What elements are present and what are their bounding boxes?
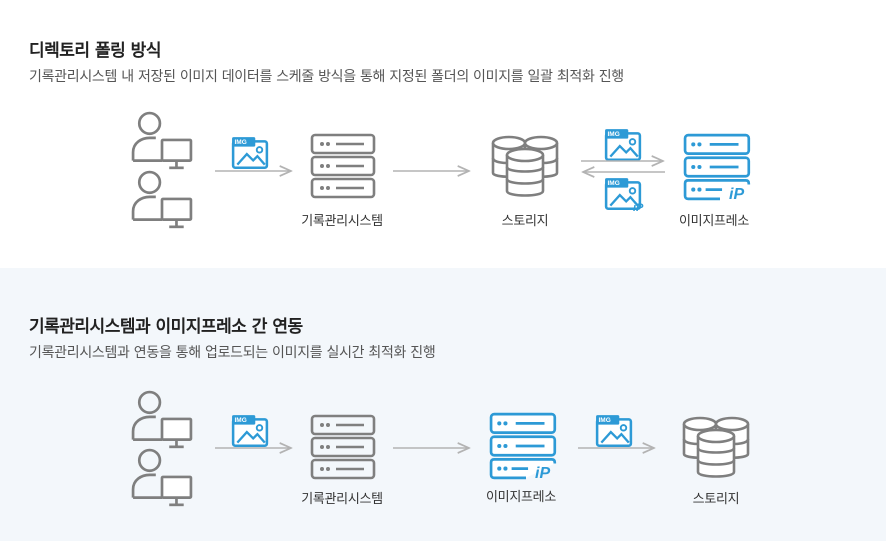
storage-database-icon — [680, 414, 752, 480]
ip-mark-text: iP — [535, 465, 550, 480]
storage-label: 스토리지 — [501, 214, 549, 229]
image-file-icon: IMG — [595, 414, 633, 448]
flow-arrow — [578, 442, 657, 454]
flow-arrow-right — [581, 155, 666, 167]
section2-title: 기록관리시스템과 이미지프레소 간 연동 — [29, 317, 303, 337]
records-system-server-icon — [310, 133, 376, 199]
flow-arrow — [393, 442, 472, 454]
image-press-server-icon: iP — [683, 133, 757, 201]
section1-title: 디렉토리 폴링 방식 — [29, 41, 161, 61]
img-tag-text: IMG — [235, 139, 247, 146]
image-file-icon: IMG — [231, 414, 269, 448]
img-tag-text: IMG — [608, 180, 620, 187]
image-press-label: 이미지프레소 — [679, 214, 749, 229]
storage-label: 스토리지 — [692, 492, 740, 507]
image-press-label: 이미지프레소 — [486, 490, 556, 505]
section2-description: 기록관리시스템과 연동을 통해 업로드되는 이미지를 실시간 최적화 진행 — [29, 345, 436, 361]
section1-description: 기록관리시스템 내 저장된 이미지 데이터를 스케줄 방식을 통해 지정된 폴더… — [29, 69, 624, 85]
records-system-label: 기록관리시스템 — [301, 214, 383, 229]
flow-arrow — [215, 165, 294, 177]
img-tag-text: IMG — [599, 417, 611, 424]
ip-mark-text: iP — [633, 202, 644, 213]
optimized-image-icon: IMG iP — [604, 177, 644, 213]
user-computer-icon — [131, 170, 193, 232]
img-tag-text: IMG — [608, 131, 620, 138]
section-directory-polling: 디렉토리 폴링 방식 기록관리시스템 내 저장된 이미지 데이터를 스케줄 방식… — [0, 0, 886, 268]
flow-arrow — [393, 165, 472, 177]
flow-arrow — [215, 442, 294, 454]
records-system-server-icon — [310, 414, 376, 480]
ip-mark-text: iP — [729, 186, 744, 201]
img-tag-text: IMG — [235, 417, 247, 424]
flow-arrow-left — [580, 166, 665, 178]
storage-database-icon — [489, 133, 561, 199]
image-file-icon: IMG — [231, 136, 269, 170]
records-system-label: 기록관리시스템 — [301, 492, 383, 507]
user-computer-icon — [131, 111, 193, 173]
image-file-icon: IMG — [604, 128, 642, 162]
user-computer-icon — [131, 390, 193, 452]
user-computer-icon — [131, 448, 193, 510]
image-press-server-icon: iP — [489, 412, 563, 480]
section-integration: 기록관리시스템과 이미지프레소 간 연동 기록관리시스템과 연동을 통해 업로드… — [0, 268, 886, 541]
